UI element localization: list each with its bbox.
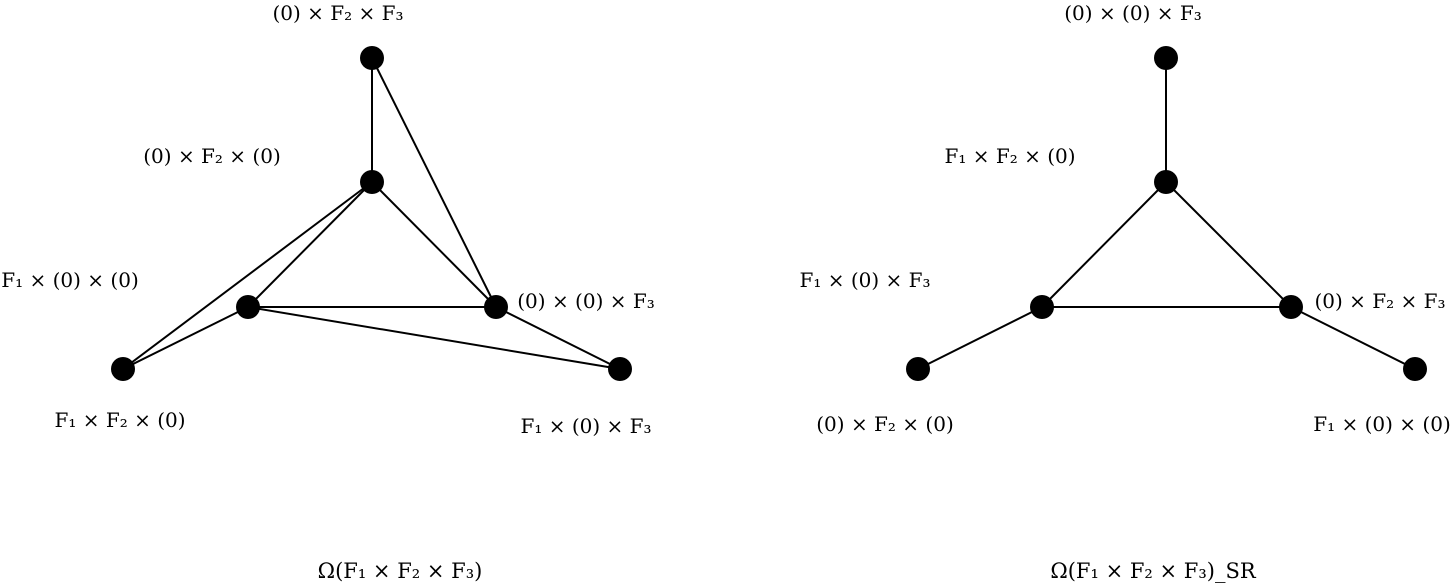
- graph-edge: [122, 181, 373, 370]
- graph-edge: [371, 57, 497, 308]
- vertex-label: (0) × (0) × F₃: [517, 289, 655, 313]
- graph-edge: [247, 306, 621, 370]
- graph-vertex: [1279, 295, 1303, 319]
- zero-divisor-graph: (0) × F₂ × F₃ (0) × F₂ × (0) F₁ × (0) × (0…: [1, 1, 655, 583]
- vertex-label: (0) × F₂ × (0): [816, 412, 954, 436]
- graph-vertex: [1154, 170, 1178, 194]
- graph-edge: [247, 181, 373, 308]
- vertex-label: F₁ × (0) × (0): [1313, 412, 1451, 436]
- vertex-label: F₁ × (0) × (0): [1, 268, 139, 292]
- graph-edge: [917, 306, 1043, 370]
- vertex-label: F₁ × (0) × F₃: [799, 268, 930, 292]
- graph-caption: Ω(F₁ × F₂ × F₃): [318, 559, 483, 583]
- graph-edge: [122, 306, 249, 370]
- vertex-label: F₁ × F₂ × (0): [944, 144, 1075, 168]
- vertex-label: (0) × F₂ × F₃: [272, 1, 403, 25]
- graph-vertex: [484, 295, 508, 319]
- graph-vertex: [236, 295, 260, 319]
- graph-edge: [371, 181, 497, 308]
- graph-caption: Ω(F₁ × F₂ × F₃)_SR: [1050, 559, 1257, 583]
- sr-graph: (0) × (0) × F₃ F₁ × F₂ × (0) F₁ × (0) × F₃…: [799, 1, 1450, 583]
- graph-vertex: [360, 46, 384, 70]
- vertex-label: (0) × F₂ × F₃: [1314, 289, 1445, 313]
- graph-edge: [1290, 306, 1416, 370]
- graph-edge: [495, 306, 621, 370]
- graph-edge: [1041, 181, 1167, 308]
- graph-vertex: [111, 357, 135, 381]
- graph-vertex: [1403, 357, 1427, 381]
- graph-vertex: [1030, 295, 1054, 319]
- graph-vertex: [360, 170, 384, 194]
- graph-vertex: [1154, 46, 1178, 70]
- vertex-label: (0) × F₂ × (0): [143, 144, 281, 168]
- vertex-label: F₁ × F₂ × (0): [54, 408, 185, 432]
- graph-vertex: [906, 357, 930, 381]
- graph-edge: [1165, 181, 1292, 308]
- graph-vertex: [608, 357, 632, 381]
- vertex-label: (0) × (0) × F₃: [1064, 1, 1202, 25]
- vertex-label: F₁ × (0) × F₃: [520, 414, 651, 438]
